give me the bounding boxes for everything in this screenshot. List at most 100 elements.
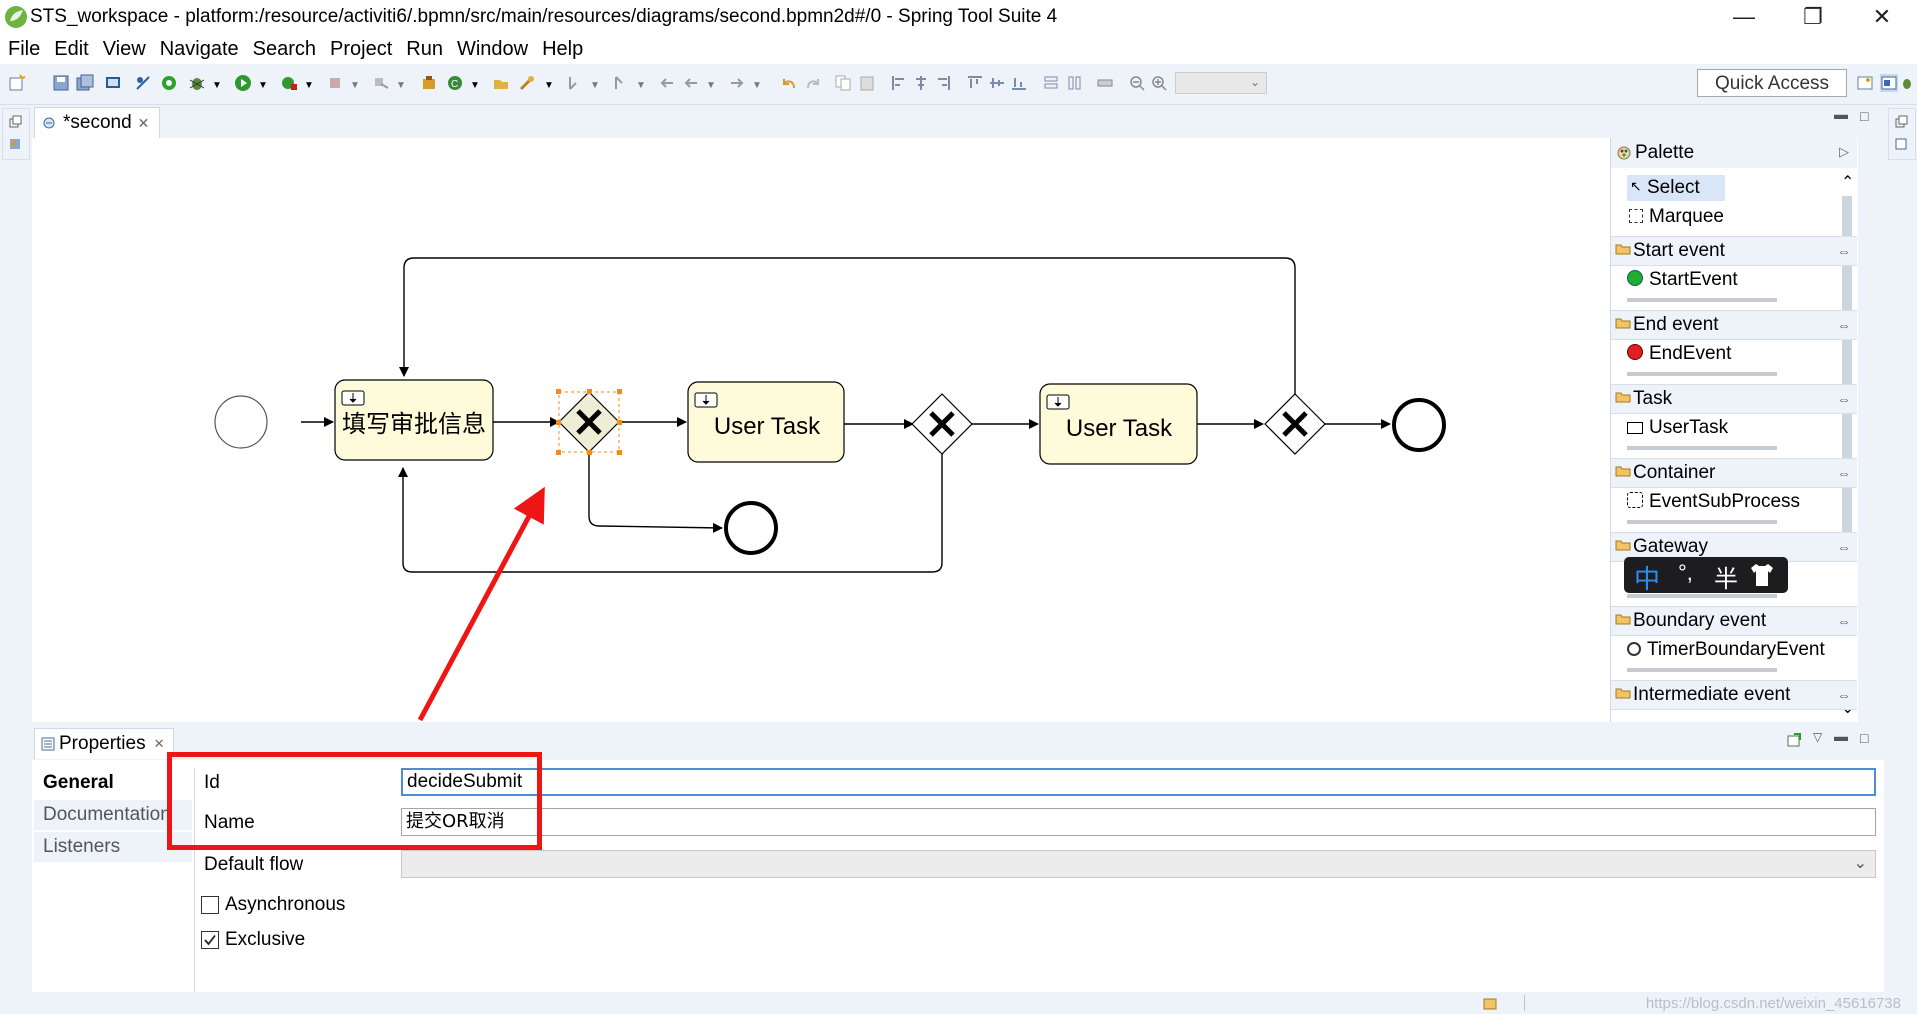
menu-file[interactable]: File [8,38,41,60]
run-dropdown-icon[interactable]: ▼ [258,80,268,91]
debug-icon[interactable] [188,74,206,92]
back-icon[interactable] [682,74,700,92]
palette-collapse-icon[interactable]: ▷ [1839,144,1849,159]
stop-icon[interactable] [326,74,344,92]
prev-annotation-dropdown-icon[interactable]: ▼ [636,80,646,91]
properties-maximize-icon[interactable]: □ [1860,730,1869,746]
relaunch-icon[interactable] [372,74,390,92]
group-toggle-icon[interactable]: ⇔ [1837,613,1851,629]
exclusive-checkbox[interactable] [201,931,219,949]
properties-minimize-icon[interactable]: ▬ [1834,728,1848,744]
group-toggle-icon[interactable]: ⇔ [1837,539,1851,555]
scroll-thumb[interactable] [1842,196,1852,542]
editor-tab-second[interactable]: *second ✕ [34,107,161,138]
menu-navigate[interactable]: Navigate [159,38,239,60]
forward-dropdown-icon[interactable]: ▼ [752,80,762,91]
zoom-out-icon[interactable] [1128,74,1146,92]
close-button[interactable]: ✕ [1872,4,1892,29]
properties-tab[interactable]: Properties ✕ [34,728,174,759]
asynchronous-checkbox[interactable] [201,896,219,914]
new-class-dropdown-icon[interactable]: ▼ [470,80,480,91]
minimize-button[interactable]: — [1733,4,1755,29]
bpmn-canvas[interactable]: 填写审批信息 User Task [32,138,1610,722]
palette-group-end-event[interactable]: End event⇔ [1611,310,1857,340]
terminal-icon[interactable] [104,74,122,92]
user-task-1[interactable]: 填写审批信息 [334,379,494,461]
prev-annotation-icon[interactable] [612,74,630,92]
menu-search[interactable]: Search [252,38,317,60]
align-bottom-icon[interactable] [1010,74,1028,92]
scroll-up-icon[interactable]: ⌃ [1841,174,1855,191]
relaunch-dropdown-icon[interactable]: ▼ [396,80,406,91]
ime-punct-indicator[interactable]: °, [1678,560,1693,585]
palette-item-startevent[interactable]: StartEvent [1627,269,1738,291]
undo-icon[interactable] [780,74,798,92]
selection-handles[interactable] [556,389,622,455]
run-icon[interactable] [234,74,252,92]
end-event-2[interactable] [1392,398,1446,452]
user-task-3[interactable]: User Task [1039,383,1198,465]
align-center-icon[interactable] [912,74,930,92]
palette-marquee-tool[interactable]: Marquee [1627,204,1724,230]
align-top-icon[interactable] [966,74,984,92]
match-height-icon[interactable] [1066,74,1084,92]
java-ee-perspective-icon[interactable] [1880,74,1898,92]
palette-item-endevent[interactable]: EndEvent [1627,343,1731,365]
align-right-icon[interactable] [934,74,952,92]
user-task-2[interactable]: User Task [687,381,845,463]
flow-gw3-to-task1[interactable] [399,257,1296,394]
zoom-combo[interactable]: ⌄ [1175,72,1267,94]
ime-toolbar[interactable]: 中 °, 半 [1624,557,1788,595]
back-dropdown-icon[interactable]: ▼ [706,80,716,91]
match-width-icon[interactable] [1042,74,1060,92]
side-tab-listeners[interactable]: Listeners [34,832,192,862]
toggle-grid-icon[interactable] [1096,74,1114,92]
ime-width-indicator[interactable]: 半 [1714,565,1738,593]
forward-icon[interactable] [728,74,746,92]
default-flow-select[interactable]: ⌄ [401,850,1876,878]
palette-group-boundary-event[interactable]: Boundary event⇔ [1611,606,1857,636]
id-field[interactable]: decideSubmit [401,768,1876,796]
sequence-flows[interactable] [301,257,1391,573]
debug-perspective-icon[interactable] [1898,74,1916,92]
external-tools-dropdown-icon[interactable]: ▼ [304,80,314,91]
new-package-icon[interactable] [420,74,438,92]
copy-icon[interactable] [834,74,852,92]
bpmn-diagram[interactable]: 填写审批信息 User Task [32,138,1610,722]
menu-project[interactable]: Project [330,38,393,60]
view-menu-icon[interactable]: ▽ [1813,730,1823,744]
search-dropdown-icon[interactable]: ▼ [544,80,554,91]
group-toggle-icon[interactable]: ⇔ [1837,465,1851,481]
name-field[interactable]: 提交OR取消 [401,808,1876,836]
flow-gw2-to-task1[interactable] [398,452,943,573]
palette-group-start-event[interactable]: Start event⇔ [1611,236,1857,266]
package-explorer-icon[interactable] [8,137,22,151]
menu-run[interactable]: Run [406,38,443,60]
pin-view-icon[interactable] [1786,732,1802,748]
exclusive-gateway-2[interactable] [911,393,973,455]
exclusive-gateway-selected[interactable] [556,389,622,455]
palette-group-task[interactable]: Task⇔ [1611,384,1857,414]
menu-edit[interactable]: Edit [54,38,89,60]
palette-select-tool[interactable]: ↖ Select [1627,175,1725,201]
exclusive-gateway-3[interactable] [1264,393,1326,455]
next-annotation-icon[interactable] [566,74,584,92]
editor-minimize-icon[interactable]: ▬ [1834,106,1848,122]
close-tab-icon[interactable]: ✕ [137,115,150,131]
save-all-icon[interactable] [76,74,94,92]
zoom-in-icon[interactable] [1150,74,1168,92]
side-tab-general[interactable]: General [34,768,192,798]
palette-item-timerboundaryevent[interactable]: TimerBoundaryEvent [1627,639,1825,661]
group-toggle-icon[interactable]: ⇔ [1837,687,1851,703]
new-icon[interactable] [8,74,26,92]
debug-dropdown-icon[interactable]: ▼ [212,80,222,91]
open-type-icon[interactable] [492,74,510,92]
palette-item-usertask[interactable]: UserTask [1627,417,1728,439]
align-middle-icon[interactable] [988,74,1006,92]
open-perspective-icon[interactable] [1856,74,1874,92]
align-left-icon[interactable] [890,74,908,92]
last-edit-icon[interactable] [658,74,676,92]
quick-access-field[interactable]: Quick Access [1697,69,1847,97]
outline-view-icon[interactable] [1894,137,1908,151]
menu-view[interactable]: View [102,38,146,60]
